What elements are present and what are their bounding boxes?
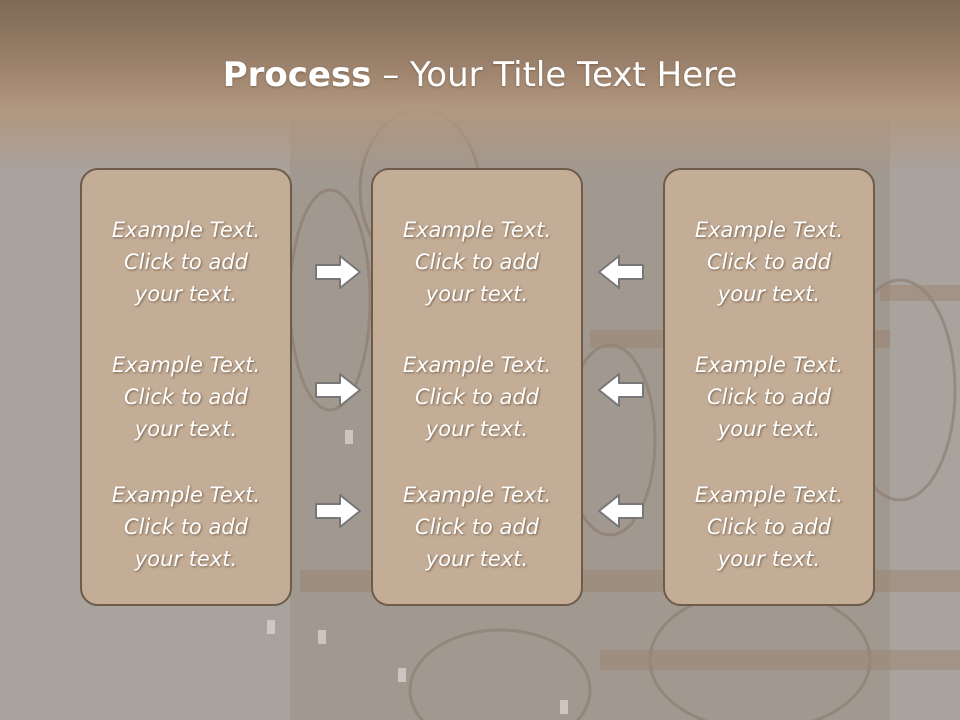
title-bold: Process: [222, 55, 372, 95]
text-block[interactable]: Example Text. Click to add your text.: [373, 214, 581, 310]
text-line: your text.: [134, 417, 238, 441]
arrow-right-icon: [315, 494, 361, 528]
text-line: your text.: [134, 547, 238, 571]
text-line: Click to add: [706, 385, 831, 409]
process-box-center[interactable]: Example Text. Click to add your text. Ex…: [371, 168, 583, 606]
text-line: your text.: [425, 282, 529, 306]
text-line: Click to add: [123, 515, 248, 539]
text-block[interactable]: Example Text. Click to add your text.: [82, 349, 290, 445]
text-line: Click to add: [414, 385, 539, 409]
text-line: your text.: [717, 282, 821, 306]
text-line: Click to add: [706, 515, 831, 539]
text-block[interactable]: Example Text. Click to add your text.: [665, 214, 873, 310]
text-line: your text.: [425, 417, 529, 441]
text-line: Click to add: [706, 250, 831, 274]
text-line: your text.: [717, 547, 821, 571]
arrow-right-icon: [315, 255, 361, 289]
text-line: Example Text.: [402, 483, 552, 507]
header-band: [0, 0, 960, 175]
arrow-right-icon: [315, 373, 361, 407]
text-line: Example Text.: [402, 353, 552, 377]
text-line: Example Text.: [111, 483, 261, 507]
process-box-right[interactable]: Example Text. Click to add your text. Ex…: [663, 168, 875, 606]
text-block[interactable]: Example Text. Click to add your text.: [665, 479, 873, 575]
text-line: Click to add: [414, 515, 539, 539]
text-line: Example Text.: [111, 353, 261, 377]
text-line: Example Text.: [694, 483, 844, 507]
text-line: Example Text.: [694, 353, 844, 377]
text-line: Example Text.: [694, 218, 844, 242]
text-block[interactable]: Example Text. Click to add your text.: [82, 479, 290, 575]
text-line: your text.: [717, 417, 821, 441]
arrow-left-icon: [598, 255, 644, 289]
text-line: Click to add: [123, 250, 248, 274]
arrow-left-icon: [598, 373, 644, 407]
process-box-left[interactable]: Example Text. Click to add your text. Ex…: [80, 168, 292, 606]
arrow-left-icon: [598, 494, 644, 528]
text-line: Example Text.: [402, 218, 552, 242]
text-line: Click to add: [414, 250, 539, 274]
text-block[interactable]: Example Text. Click to add your text.: [373, 349, 581, 445]
text-line: Click to add: [123, 385, 248, 409]
text-block[interactable]: Example Text. Click to add your text.: [665, 349, 873, 445]
text-block[interactable]: Example Text. Click to add your text.: [82, 214, 290, 310]
text-block[interactable]: Example Text. Click to add your text.: [373, 479, 581, 575]
text-line: your text.: [425, 547, 529, 571]
text-line: Example Text.: [111, 218, 261, 242]
title-rest: – Your Title Text Here: [371, 55, 738, 95]
slide-title[interactable]: Process – Your Title Text Here: [0, 52, 960, 98]
text-line: your text.: [134, 282, 238, 306]
